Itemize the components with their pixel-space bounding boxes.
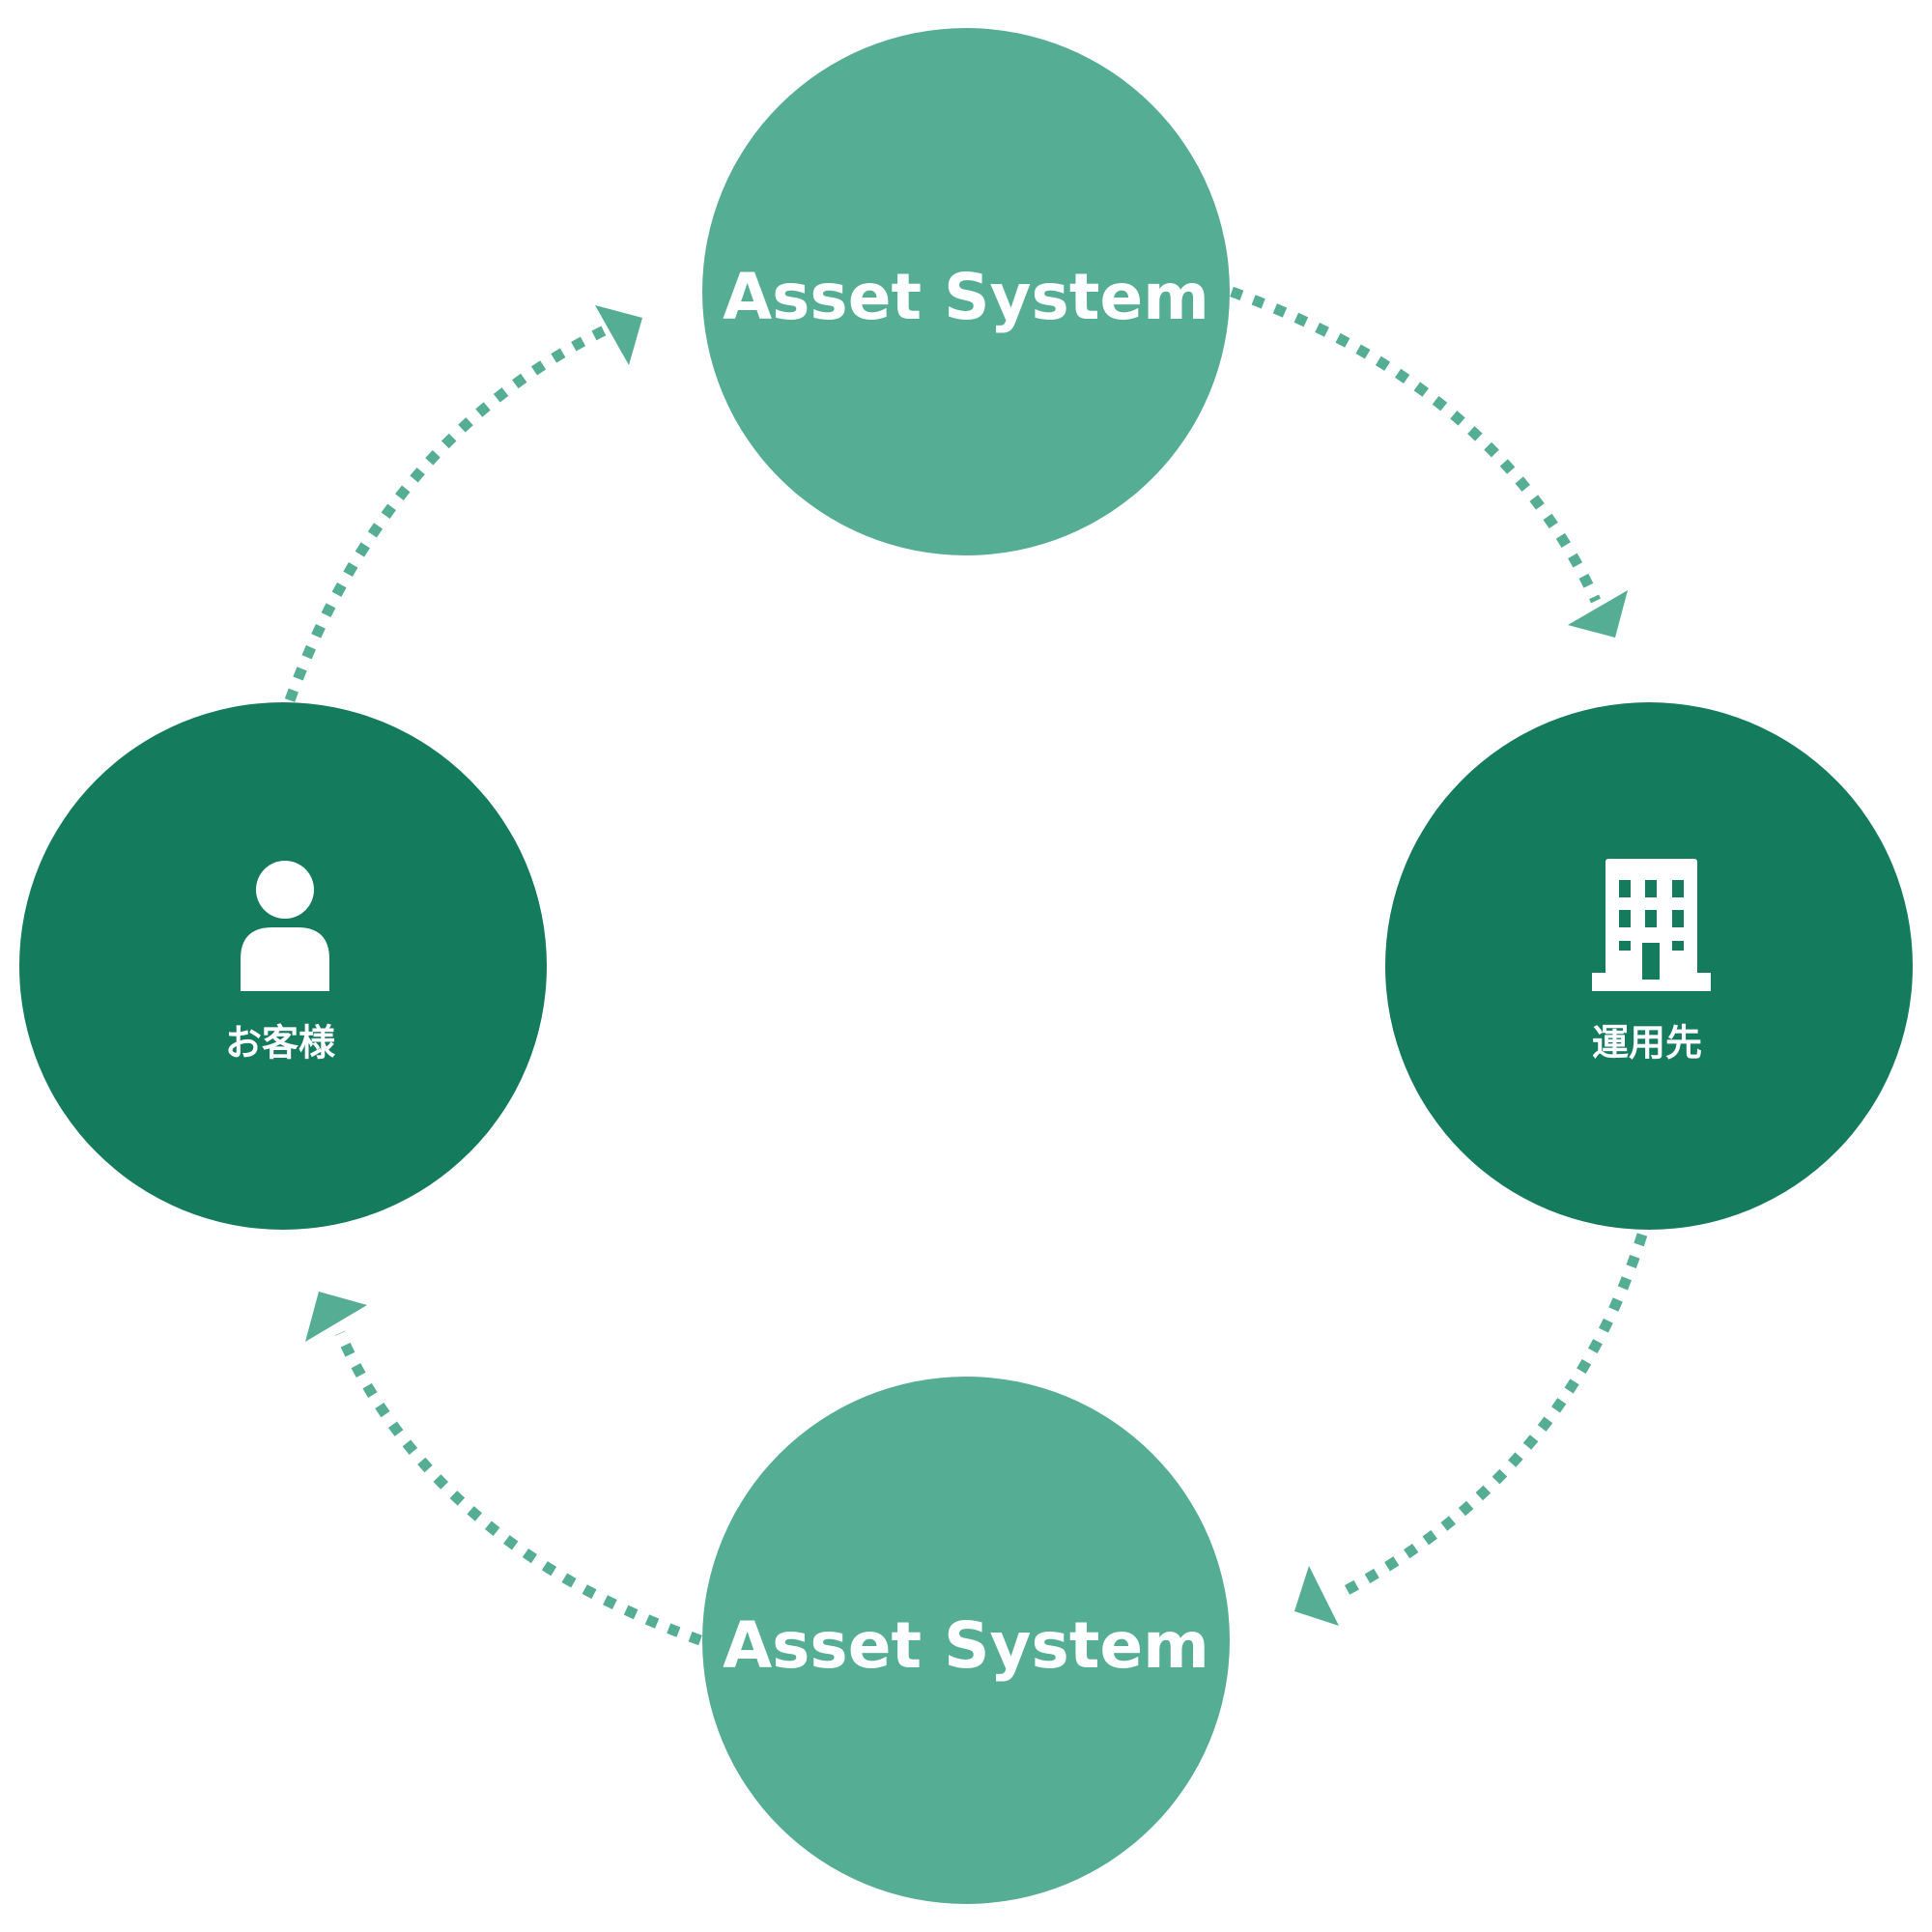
- flow-arrows: [284, 286, 1648, 1646]
- asset-system-bottom-circle: [702, 1377, 1230, 1904]
- flow-arc-system-to-investee: [1230, 286, 1601, 604]
- arrow-head-system-to-investee: [1568, 590, 1628, 638]
- asset-system-bottom-label: Asset System: [723, 1608, 1209, 1683]
- asset-system-top-label: Asset System: [723, 260, 1209, 334]
- asset-system-top-circle: [702, 28, 1230, 555]
- building-icon: [1592, 859, 1711, 991]
- person-icon: [241, 861, 329, 991]
- arrow-head-system-to-customer: [305, 1292, 367, 1342]
- arrow-head-customer-to-system: [595, 305, 642, 365]
- flow-arc-investee-to-system: [1333, 1233, 1648, 1601]
- node-asset-system-top: Asset System: [702, 28, 1230, 555]
- node-customer: お客様: [19, 702, 547, 1230]
- investee-label: 運用先: [1592, 1022, 1702, 1065]
- arrow-head-investee-to-system: [1294, 1566, 1339, 1626]
- flow-arc-system-to-customer: [334, 1330, 702, 1646]
- node-investee: 運用先: [1385, 702, 1913, 1230]
- node-asset-system-bottom: Asset System: [702, 1377, 1230, 1904]
- flow-arc-customer-to-system: [284, 324, 611, 702]
- customer-label: お客様: [225, 1022, 336, 1065]
